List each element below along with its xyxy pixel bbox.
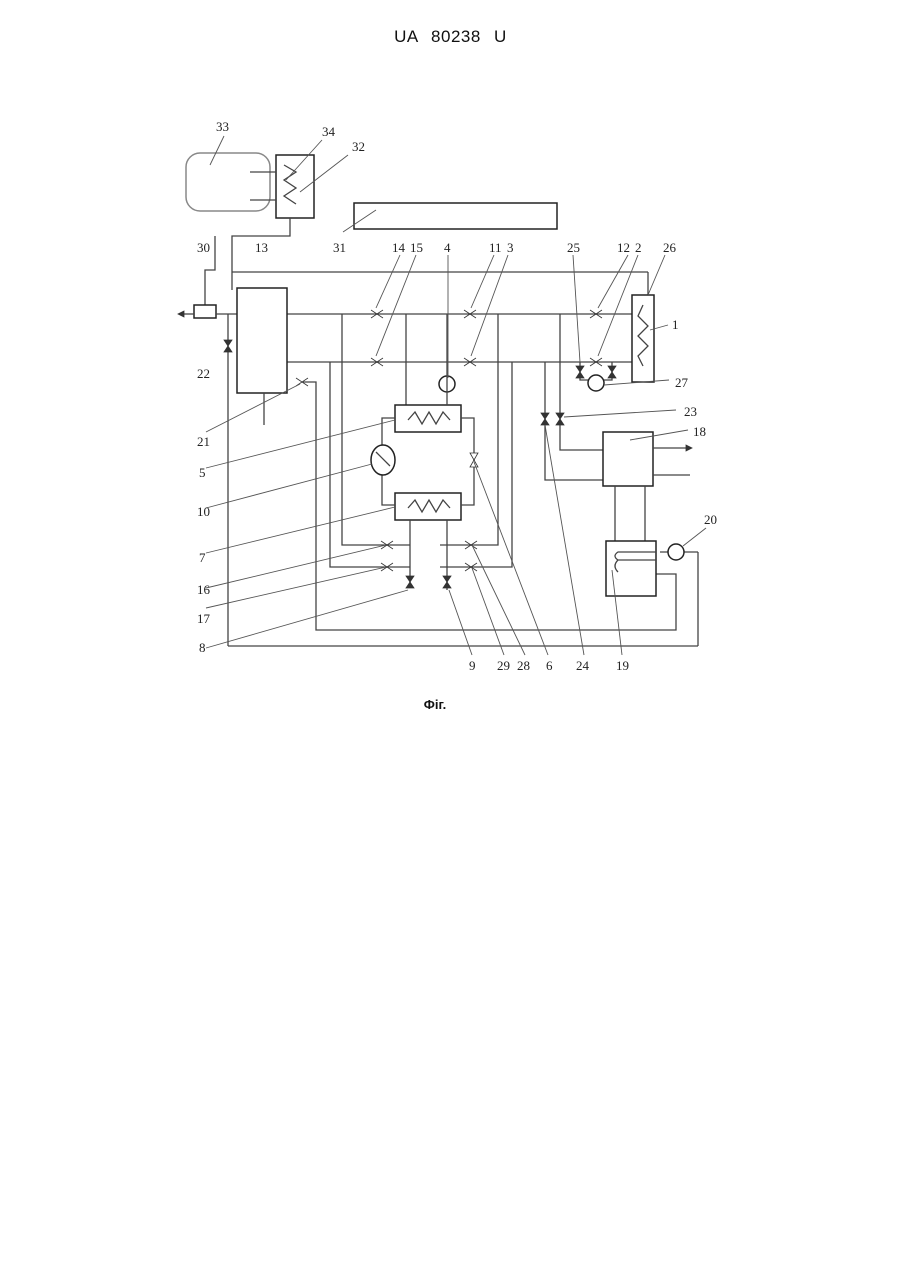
arrow-head-30 (178, 311, 184, 317)
label-23: 23 (684, 404, 697, 419)
tank-13 (237, 288, 287, 393)
label-21: 21 (197, 434, 210, 449)
valve-23[interactable] (556, 413, 564, 425)
label-33: 33 (216, 119, 229, 134)
heat-exchanger-1 (632, 295, 654, 382)
valve-27b[interactable] (608, 366, 616, 378)
valve-8[interactable] (406, 576, 414, 588)
label-12: 12 (617, 240, 630, 255)
label-27: 27 (675, 375, 689, 390)
label-7: 7 (199, 550, 206, 565)
figure-caption: Фіг. (0, 697, 870, 712)
label-25: 25 (567, 240, 580, 255)
refrigerant-loop-right (461, 418, 474, 505)
label-28: 28 (517, 658, 530, 673)
label-14: 14 (392, 240, 406, 255)
label-18: 18 (693, 424, 706, 439)
label-15: 15 (410, 240, 423, 255)
valve-24[interactable] (541, 413, 549, 425)
pump-27 (588, 375, 604, 391)
expansion-valve-6 (470, 453, 478, 467)
unit-18 (603, 432, 653, 486)
compressor-10 (371, 445, 395, 475)
label-31: 31 (333, 240, 346, 255)
label-3: 3 (507, 240, 514, 255)
label-17: 17 (197, 611, 211, 626)
arrow-head-18-out (686, 445, 692, 451)
label-10: 10 (197, 504, 210, 519)
heat-exchanger-7 (395, 493, 461, 520)
label-5: 5 (199, 465, 206, 480)
label-20: 20 (704, 512, 717, 527)
label-9: 9 (469, 658, 476, 673)
label-34: 34 (322, 124, 336, 139)
heat-exchanger-5 (395, 405, 461, 432)
label-29: 29 (497, 658, 510, 673)
label-6: 6 (546, 658, 553, 673)
unit-30 (194, 305, 216, 318)
pump-20 (668, 544, 684, 560)
label-16: 16 (197, 582, 211, 597)
label-30: 30 (197, 240, 210, 255)
label-2: 2 (635, 240, 642, 255)
label-4: 4 (444, 240, 451, 255)
label-8: 8 (199, 640, 206, 655)
label-11: 11 (489, 240, 502, 255)
label-24: 24 (576, 658, 590, 673)
valve-9[interactable] (443, 576, 451, 588)
label-19: 19 (616, 658, 629, 673)
label-22: 22 (197, 366, 210, 381)
tank-19 (606, 541, 656, 596)
label-32: 32 (352, 139, 365, 154)
valve-22[interactable] (224, 340, 232, 352)
valve-25[interactable] (576, 366, 584, 378)
unit-33 (186, 153, 270, 211)
label-13: 13 (255, 240, 268, 255)
unit-31 (354, 203, 557, 229)
label-26: 26 (663, 240, 677, 255)
heat-exchanger-32 (276, 155, 314, 218)
label-1: 1 (672, 317, 679, 332)
